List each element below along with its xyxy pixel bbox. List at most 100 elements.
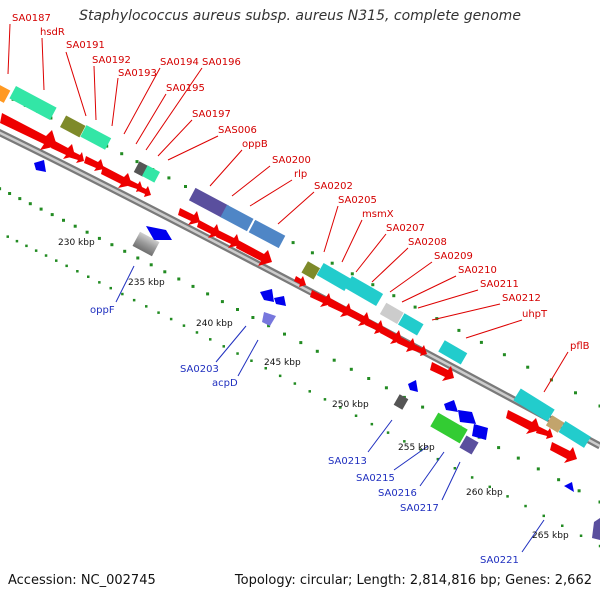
- feature-sa0215-b[interactable]: [458, 410, 476, 424]
- feature-oppB[interactable]: [188, 187, 230, 219]
- cds-arrow[interactable]: [430, 362, 454, 381]
- cds-arrow[interactable]: [68, 150, 84, 163]
- feature-sa0221[interactable]: [592, 518, 600, 540]
- cds-arrow[interactable]: [506, 410, 540, 434]
- gene-label-msmx[interactable]: msmX: [362, 209, 394, 220]
- cds-arrow[interactable]: [101, 166, 132, 188]
- feature-pflB-2[interactable]: [545, 415, 565, 433]
- cds-arrow[interactable]: [216, 230, 240, 248]
- cds-arrow[interactable]: [412, 344, 427, 356]
- feature-sa0203[interactable]: [260, 289, 274, 302]
- gene-label-acpd[interactable]: acpD: [212, 378, 238, 389]
- gene-label-sa0212[interactable]: SA0212: [502, 293, 541, 304]
- gene-label-sa0205[interactable]: SA0205: [338, 195, 377, 206]
- cds-arrow[interactable]: [0, 113, 57, 150]
- cds-arrow[interactable]: [84, 156, 104, 171]
- gene-label-sa0197[interactable]: SA0197: [192, 109, 231, 120]
- cds-arrow[interactable]: [138, 186, 151, 197]
- feature-pflB[interactable]: [513, 388, 555, 422]
- tick-label: 260 kbp: [466, 488, 503, 498]
- feature-sa0216[interactable]: [430, 412, 468, 444]
- feature-sa0196[interactable]: [142, 165, 160, 183]
- gene-label-sa0207[interactable]: SA0207: [386, 223, 425, 234]
- cds-arrow[interactable]: [310, 290, 332, 307]
- gene-label-sa0216[interactable]: SA0216: [378, 488, 417, 499]
- feature-hsdR[interactable]: [9, 86, 57, 120]
- gene-label-sa0200[interactable]: SA0200: [272, 155, 311, 166]
- gene-label-sa0202[interactable]: SA0202: [314, 181, 353, 192]
- feature-sa0192[interactable]: [80, 125, 112, 150]
- feature-sa0215[interactable]: [444, 400, 458, 412]
- feature-msmX[interactable]: [344, 275, 384, 307]
- feature-sa0191[interactable]: [60, 115, 86, 138]
- cds-arrow[interactable]: [347, 308, 370, 326]
- ring-dot: [236, 308, 239, 311]
- cds-arrow[interactable]: [328, 298, 352, 317]
- tick-label: 240 kbp: [196, 319, 233, 329]
- gene-label-sa0217[interactable]: SA0217: [400, 503, 439, 514]
- gene-label-sa0213[interactable]: SA0213: [328, 456, 367, 467]
- gene-label-sa0192[interactable]: SA0192: [92, 55, 131, 66]
- gene-label-sa0196[interactable]: SA0196: [202, 57, 241, 68]
- gene-label-sa0194[interactable]: SA0194: [160, 57, 199, 68]
- feature-sa0205[interactable]: [316, 262, 352, 292]
- feature-sa0213-arrow[interactable]: [408, 380, 418, 392]
- gene-label-sa0187[interactable]: SA0187: [12, 13, 51, 24]
- feature-oppF[interactable]: [146, 226, 172, 240]
- cds-arrow[interactable]: [380, 326, 402, 344]
- gene-label-sa0195[interactable]: SA0195: [166, 83, 205, 94]
- reverse-gene-labels: oppF SA0203 acpD SA0213SA0215SA0216SA0217SA…: [90, 305, 519, 566]
- ring-dot: [182, 324, 186, 327]
- reverse-arrow[interactable]: [564, 482, 574, 492]
- gene-label-hsdr[interactable]: hsdR: [40, 27, 65, 38]
- gene-label-sa0221[interactable]: SA0221: [480, 555, 519, 566]
- cds-arrow[interactable]: [294, 276, 306, 287]
- cds-arrow[interactable]: [197, 220, 220, 238]
- gene-label-oppb[interactable]: oppB: [242, 139, 268, 150]
- feature-sa0208[interactable]: [379, 302, 404, 325]
- feature-sa0217[interactable]: [459, 435, 479, 455]
- feature-uhpT[interactable]: [438, 340, 468, 365]
- reverse-arrow[interactable]: [34, 160, 46, 172]
- feature-acpD[interactable]: [262, 312, 276, 326]
- feature-rlp[interactable]: [248, 219, 286, 249]
- feature-pflB-3[interactable]: [558, 420, 591, 448]
- gene-label-pflb[interactable]: pflB: [570, 341, 590, 352]
- feature-sa0209[interactable]: [397, 313, 424, 336]
- gene-label-sa0191[interactable]: SA0191: [66, 40, 105, 51]
- cds-arrow[interactable]: [365, 318, 384, 334]
- ring-dot: [323, 398, 327, 401]
- feature-sa0215-c[interactable]: [472, 424, 488, 440]
- cds-arrow[interactable]: [236, 240, 272, 266]
- cds-arrow[interactable]: [550, 442, 577, 463]
- gene-label-sa0203[interactable]: SA0203: [180, 364, 219, 375]
- ring-dot: [370, 422, 374, 426]
- feature-sa0203-b[interactable]: [274, 296, 286, 306]
- ring-dot: [184, 185, 187, 188]
- ring-dot: [222, 345, 225, 348]
- cds-arrow[interactable]: [536, 426, 553, 439]
- gene-label-sa0193[interactable]: SA0193: [118, 68, 157, 79]
- gene-label-sa0215[interactable]: SA0215: [356, 473, 395, 484]
- ring-dot: [350, 272, 354, 276]
- gene-label-sa0211[interactable]: SA0211: [480, 279, 519, 290]
- ring-dot: [488, 485, 491, 489]
- ring-dot: [121, 292, 124, 296]
- feature-oppF-gray[interactable]: [132, 231, 160, 257]
- accession: Accession: NC_002745: [8, 573, 156, 588]
- feature-sa0213[interactable]: [393, 394, 409, 410]
- gene-label-sa0208[interactable]: SA0208: [408, 237, 447, 248]
- cds-arrow[interactable]: [178, 208, 200, 225]
- feature-sa0202[interactable]: [301, 261, 321, 280]
- gene-label-sa0209[interactable]: SA0209: [434, 251, 473, 262]
- gene-label-uhpt[interactable]: uhpT: [522, 309, 548, 320]
- gene-label-sa0210[interactable]: SA0210: [458, 265, 497, 276]
- gene-label-rlp[interactable]: rlp: [294, 169, 307, 180]
- gene-label-oppf[interactable]: oppF: [90, 305, 115, 316]
- feature-sa0187[interactable]: [0, 84, 11, 103]
- feature-sa0200[interactable]: [220, 204, 254, 232]
- gene-label-sas006[interactable]: SAS006: [218, 125, 257, 136]
- cds-arrow[interactable]: [397, 336, 416, 352]
